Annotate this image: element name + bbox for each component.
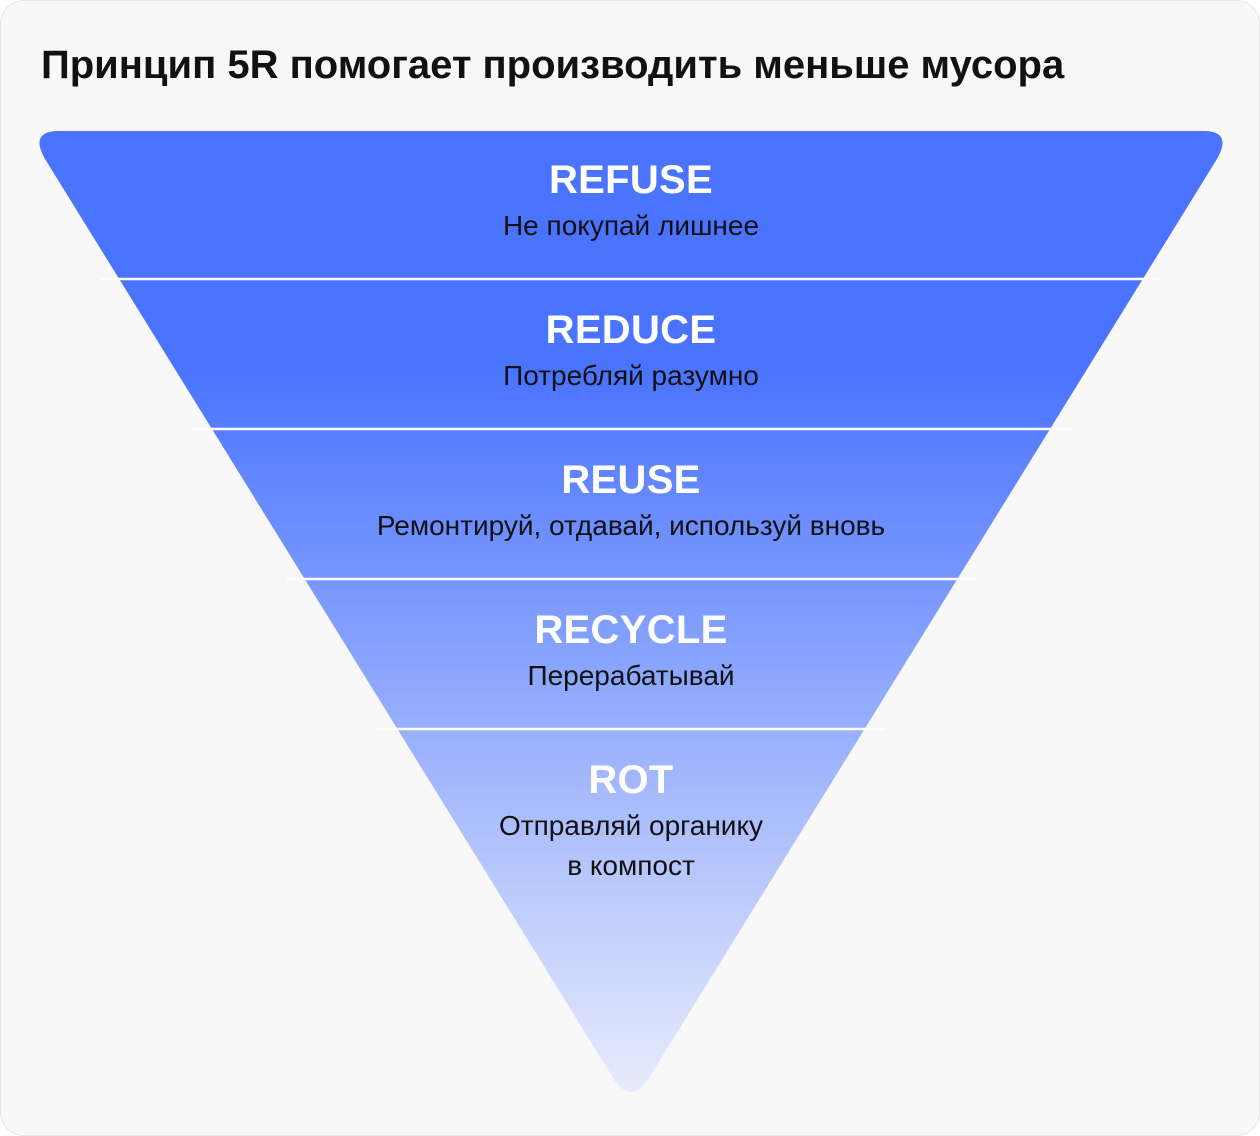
level-description: Не покупай лишнее <box>502 210 760 241</box>
level-reduce: REDUCE Потребляй разумно <box>331 306 931 396</box>
level-name: REFUSE <box>548 158 714 202</box>
level-rot: ROT Отправляй органику в компост <box>331 756 931 886</box>
level-name: REUSE <box>561 458 701 502</box>
level-name: ROT <box>588 758 674 802</box>
level-reuse: REUSE Ремонтируй, отдавай, используй вно… <box>331 456 931 546</box>
level-description: Перерабатывай <box>527 660 735 691</box>
page-title: Принцип 5R помогает производить меньше м… <box>41 43 1065 87</box>
level-recycle: RECYCLE Перерабатывай <box>331 606 931 696</box>
level-name: RECYCLE <box>534 608 728 652</box>
level-description: Ремонтируй, отдавай, используй вновь <box>376 510 886 541</box>
level-description: Отправляй органику в компост <box>498 810 764 881</box>
pyramid-shape <box>39 131 1223 1092</box>
level-description: Потребляй разумно <box>503 360 759 391</box>
level-name: REDUCE <box>545 308 717 352</box>
level-refuse: REFUSE Не покупай лишнее <box>331 156 931 246</box>
